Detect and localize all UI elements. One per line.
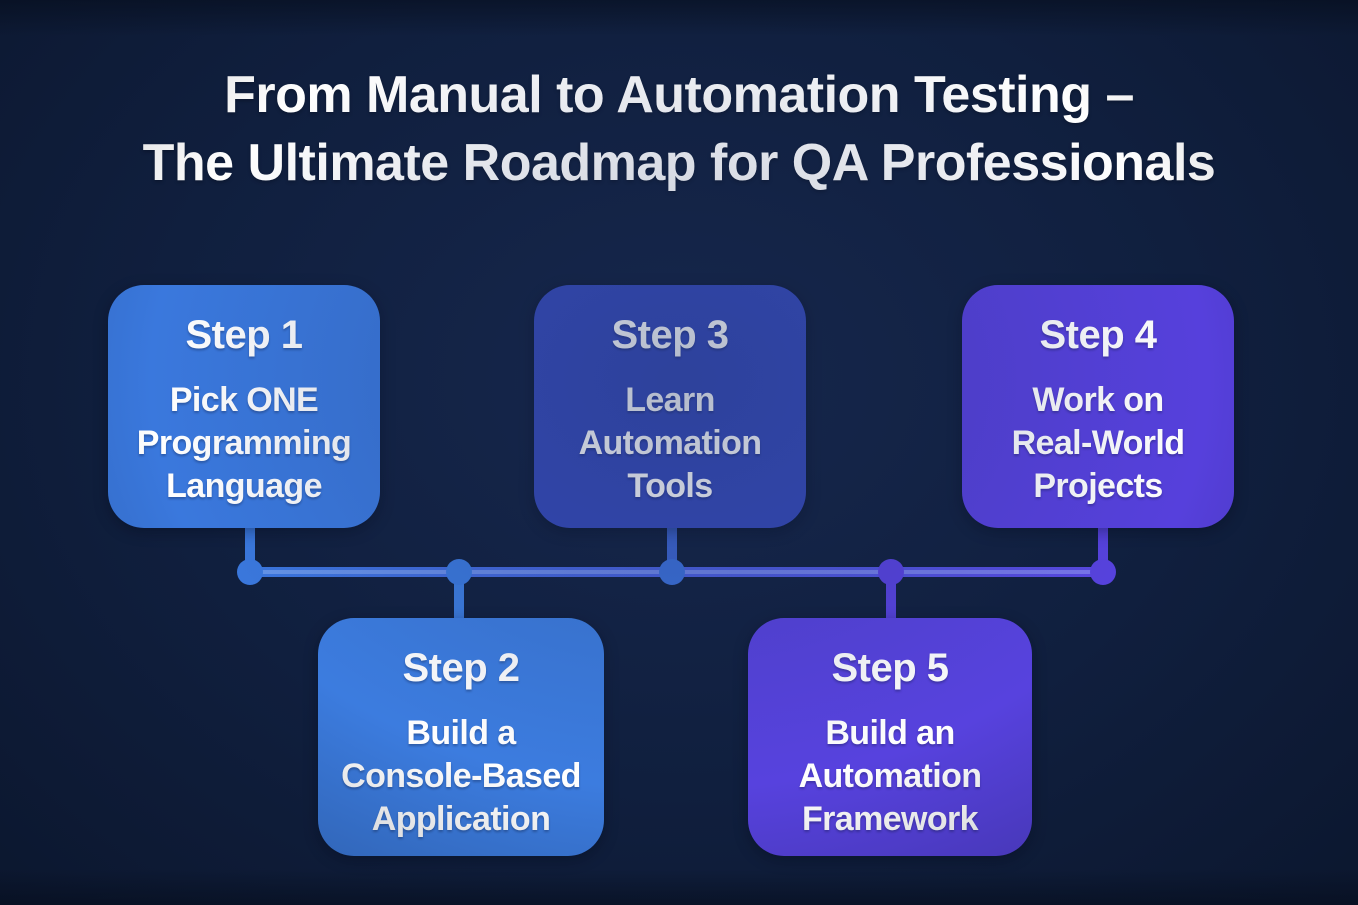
step-1-label: Step 1 <box>185 313 303 357</box>
page-title-line-2: The Ultimate Roadmap for QA Professional… <box>142 133 1216 192</box>
step-1-description: Pick ONE Programming Language <box>136 381 352 505</box>
step-3-card: Step 3 Learn Automation Tools <box>534 285 806 528</box>
page-title: From Manual to Automation Testing – The … <box>0 62 1358 197</box>
step-2-label: Step 2 <box>402 646 520 690</box>
step-4-card: Step 4 Work on Real-World Projects <box>962 285 1234 528</box>
step-1-card: Step 1 Pick ONE Programming Language <box>108 285 380 528</box>
step-3-label: Step 3 <box>611 313 729 357</box>
page-title-line-1: From Manual to Automation Testing – <box>224 66 1134 124</box>
timeline-dot-2 <box>446 559 472 585</box>
step-5-card: Step 5 Build an Automation Framework <box>748 618 1032 856</box>
step-4-description: Work on Real-World Projects <box>1011 381 1185 505</box>
step-4-label: Step 4 <box>1039 313 1157 357</box>
step-2-description: Build a Console-Based Application <box>341 714 581 838</box>
step-2-card: Step 2 Build a Console-Based Application <box>318 618 604 856</box>
timeline-dot-1 <box>237 559 263 585</box>
step-3-description: Learn Automation Tools <box>578 381 762 505</box>
timeline-dot-3 <box>659 559 685 585</box>
step-5-description: Build an Automation Framework <box>798 714 982 838</box>
step-5-label: Step 5 <box>831 646 949 690</box>
timeline-dot-5 <box>1090 559 1116 585</box>
timeline-dot-4 <box>878 559 904 585</box>
